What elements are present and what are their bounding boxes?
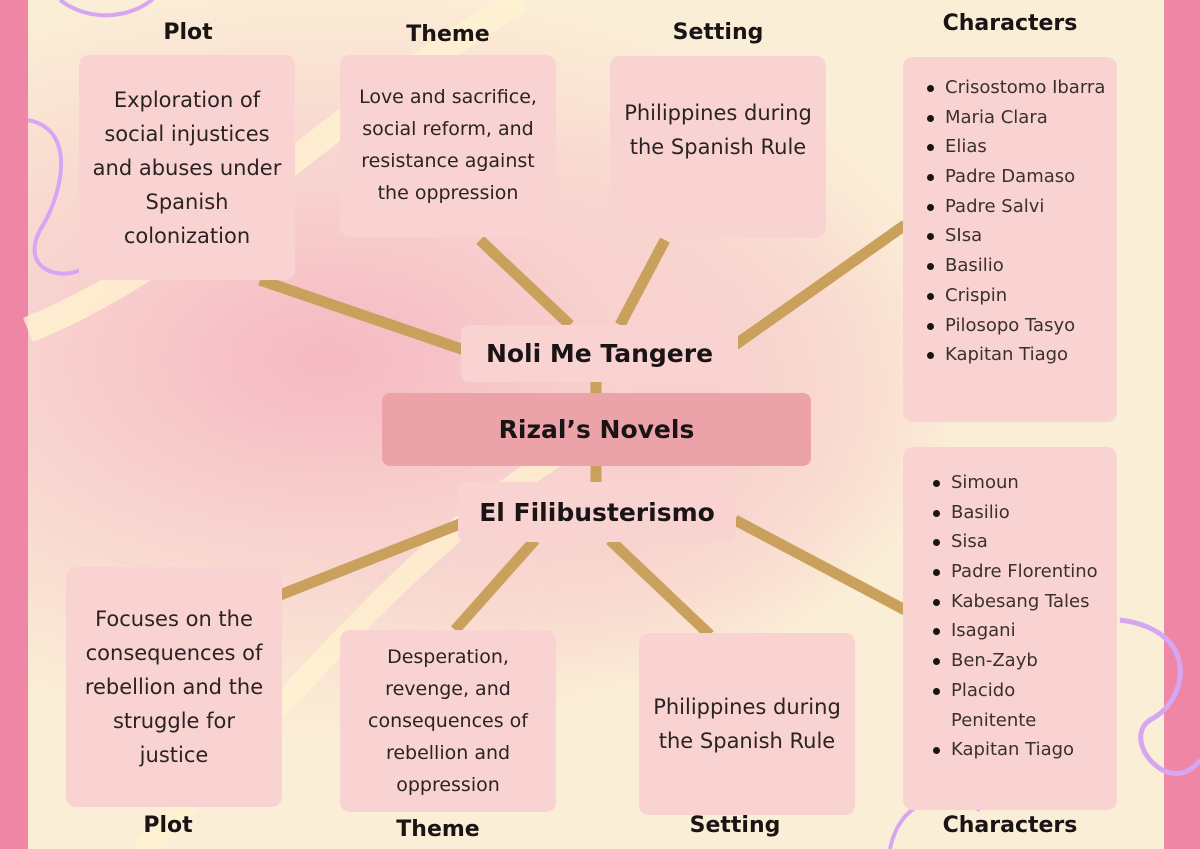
fili-title: El Filibusterismo [458,482,736,542]
character-item: Padre Salvi [923,192,1105,222]
character-item: Kabesang Tales [929,587,1098,617]
noli-plot-box: Exploration of social injustices and abu… [79,55,295,280]
noli-theme-text: Love and sacrifice, social reform, and r… [359,86,537,204]
character-item: Padre Damaso [923,162,1105,192]
character-item: Pilosopo Tasyo [923,311,1105,341]
noli-plot-text: Exploration of social injustices and abu… [92,87,282,248]
fili-theme-header: Theme [396,817,480,842]
noli-plot-header: Plot [163,20,213,45]
character-item-continued: Penitente [951,709,1037,731]
connector-noli-plot [258,274,472,358]
connector-fili-theme [450,536,540,634]
character-item: SIsa [923,221,1105,251]
connector-fili-characters [732,515,908,615]
fili-theme-box: Desperation, revenge, and consequences o… [340,630,556,812]
noli-setting-header: Setting [672,20,764,45]
character-item: Isagani [929,616,1098,646]
fili-plot-box: Focuses on the consequences of rebellion… [66,567,282,807]
character-item: Basilio [929,498,1098,528]
character-item: Simoun [929,468,1098,498]
fili-plot-header: Plot [143,813,193,838]
character-item: Crispin [923,281,1105,311]
character-item: Maria Clara [923,103,1105,133]
character-item: Basilio [923,251,1105,281]
character-item: Kapitan Tiago [923,340,1105,370]
connector-fili-plot [277,514,473,601]
connector-fili-setting [606,536,714,639]
noli-characters-header: Characters [942,11,1078,36]
character-item: Placido [929,676,1098,706]
connector-noli-characters [731,220,909,350]
central-topic: Rizal’s Novels [382,393,811,466]
character-item: Sisa [929,527,1098,557]
character-item: Kapitan Tiago [929,735,1098,765]
fili-setting-text: Philippines during the Spanish Rule [653,695,841,753]
connector-noli-setting [615,237,670,328]
noli-setting-box: Philippines during the Spanish Rule [610,56,826,238]
connector-noli-theme [476,236,574,329]
noli-setting-text: Philippines during the Spanish Rule [624,101,812,159]
noli-theme-header: Theme [406,22,490,47]
fili-theme-text: Desperation, revenge, and consequences o… [368,646,528,796]
character-item: Crisostomo Ibarra [923,73,1105,103]
fili-setting-header: Setting [689,813,781,838]
character-item: Ben-Zayb [929,646,1098,676]
noli-theme-box: Love and sacrifice, social reform, and r… [340,55,556,237]
fili-plot-text: Focuses on the consequences of rebellion… [84,607,264,767]
fili-setting-box: Philippines during the Spanish Rule [639,633,855,815]
fili-characters-header: Characters [942,813,1078,838]
character-item: Elias [923,132,1105,162]
noli-title: Noli Me Tangere [461,325,738,382]
character-item: Padre Florentino [929,557,1098,587]
